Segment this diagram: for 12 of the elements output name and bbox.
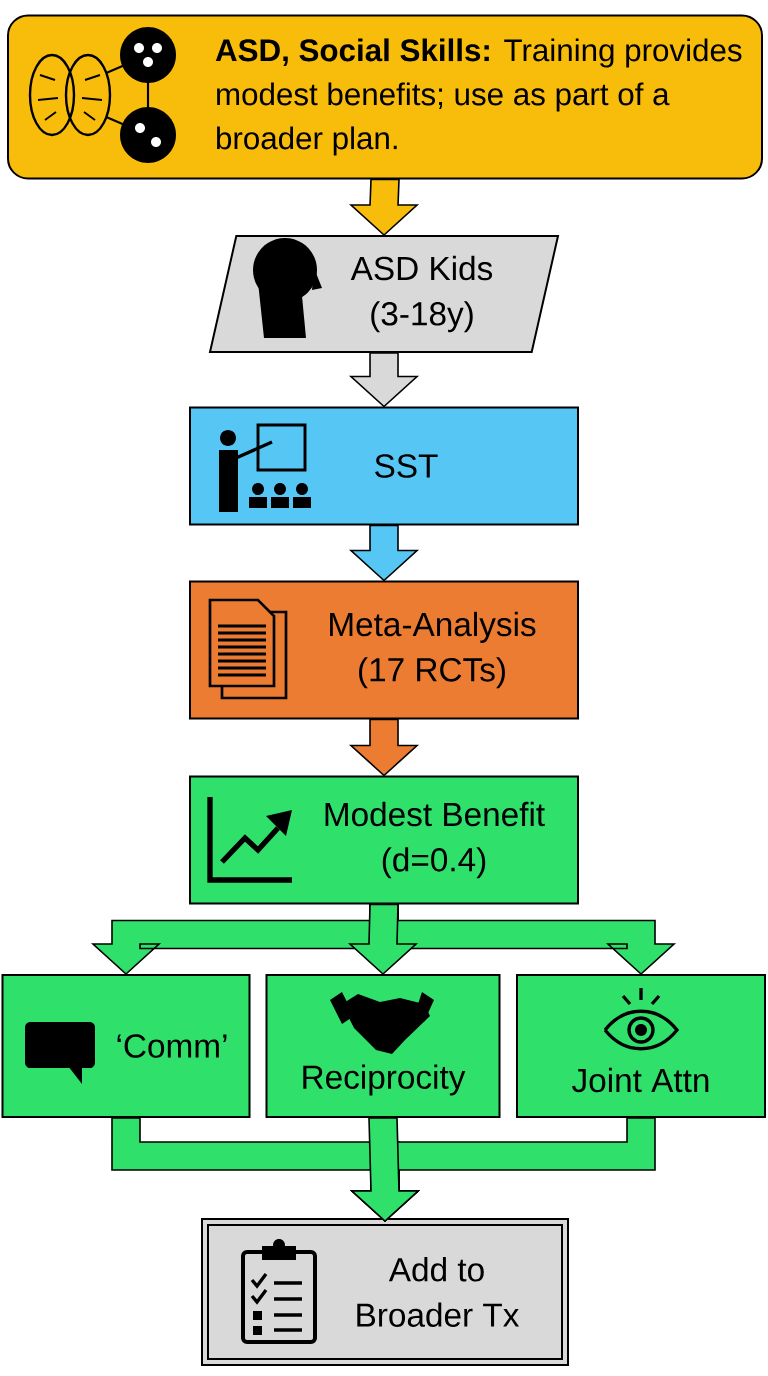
action-box: Add to Broader Tx	[201, 1218, 569, 1366]
process-box: SST	[189, 406, 579, 526]
summary-box: ASD, Social Skills: Training provides modest benefits; use as part of a broader plan.	[7, 14, 763, 180]
outcome-box: ‘Comm’	[1, 974, 251, 1118]
outcome-box: Joint Attn	[516, 974, 766, 1118]
block-arrow	[349, 1117, 421, 1223]
block-arrow	[348, 178, 420, 237]
block-arrow	[348, 524, 420, 582]
block-arrow	[348, 352, 420, 408]
block-arrow	[347, 903, 419, 976]
result-box: Modest Benefit (d=0.4)	[189, 775, 579, 905]
block-arrow	[348, 718, 420, 777]
